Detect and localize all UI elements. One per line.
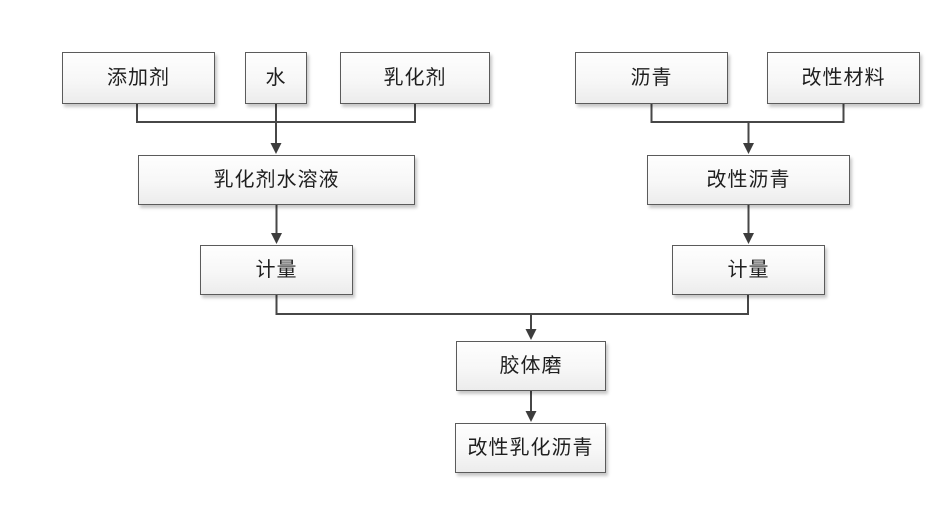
node-emulsifier-solution: 乳化剂水溶液 xyxy=(138,155,415,205)
node-metering-left: 计量 xyxy=(200,245,353,295)
arrowhead-to-modified-asphalt xyxy=(743,143,754,154)
arrowhead-to-metering-left xyxy=(271,233,282,244)
arrowhead-to-colloid-mill xyxy=(525,329,537,340)
arrowhead-to-emulsifier-solution xyxy=(270,143,282,154)
edge-metering-merge xyxy=(275,295,749,340)
node-additive: 添加剂 xyxy=(62,52,215,104)
edge-mill-to-product xyxy=(525,391,537,422)
node-emulsifier: 乳化剂 xyxy=(340,52,490,104)
node-modified-asphalt: 改性沥青 xyxy=(647,155,850,205)
node-water: 水 xyxy=(245,52,307,104)
node-colloid-mill: 胶体磨 xyxy=(456,341,606,391)
arrowhead-to-metering-right xyxy=(743,233,754,244)
edge-right-merge xyxy=(650,104,845,154)
arrowhead-to-product xyxy=(525,411,537,422)
node-modified-emulsified-asphalt: 改性乳化沥青 xyxy=(455,423,606,473)
node-asphalt: 沥青 xyxy=(575,52,728,104)
edge-solution-to-metering xyxy=(271,205,282,244)
edge-modified-asphalt-to-metering xyxy=(743,205,754,244)
edge-left-merge xyxy=(136,104,416,154)
node-metering-right: 计量 xyxy=(672,245,825,295)
node-modifier-material: 改性材料 xyxy=(767,52,920,104)
